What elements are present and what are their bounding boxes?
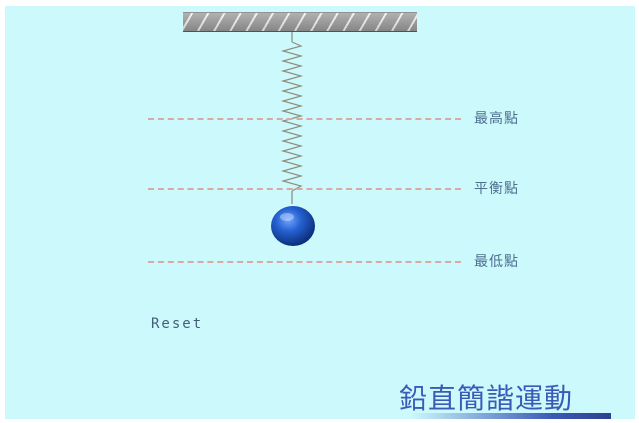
title-underline bbox=[411, 413, 611, 419]
page-title: 鉛直簡諧運動 bbox=[399, 382, 574, 415]
ball-highlight bbox=[280, 213, 294, 221]
bottom-level-label: 最低點 bbox=[474, 254, 519, 270]
coil-spring-icon bbox=[280, 32, 304, 204]
top-level-line bbox=[148, 118, 461, 120]
ceiling-support bbox=[183, 12, 417, 32]
bottom-level-line bbox=[148, 261, 461, 263]
spring-ball-graphic bbox=[271, 32, 315, 246]
equilibrium-label: 平衡點 bbox=[474, 181, 519, 197]
ceiling-shading bbox=[183, 12, 417, 32]
blue-ball-icon[interactable] bbox=[271, 206, 315, 246]
equilibrium-line bbox=[148, 188, 461, 190]
reset-button[interactable]: Reset bbox=[151, 316, 204, 332]
simulation-stage: 最高點 平衡點 最低點 Reset 鉛直簡諧運動 bbox=[5, 6, 635, 419]
top-level-label: 最高點 bbox=[474, 111, 519, 127]
